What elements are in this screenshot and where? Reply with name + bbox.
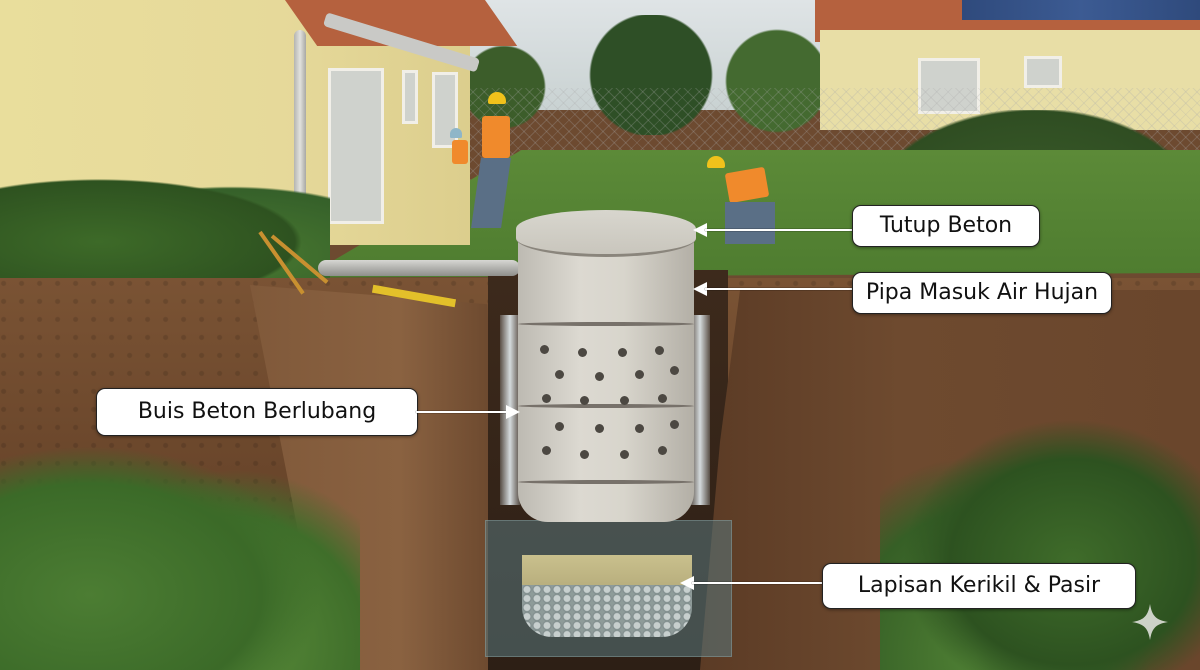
seeping-water-right	[690, 315, 710, 505]
label-lapisan-kerikil-pasir: Lapisan Kerikil & Pasir	[822, 563, 1136, 609]
well-ring-joint	[518, 322, 694, 326]
foreground-ferns-left	[0, 420, 360, 670]
perforation-holes	[530, 340, 690, 480]
well-ring-joint	[518, 404, 694, 408]
concrete-well	[518, 222, 694, 522]
neighbor-house-window	[918, 58, 980, 114]
rainwater-inlet-pipe	[318, 260, 520, 276]
callout-arrow-lid	[705, 229, 853, 231]
sand-layer	[522, 555, 692, 589]
arrow-head-icon	[693, 223, 707, 237]
neighbor-house-window	[1024, 56, 1062, 88]
garden-plants	[0, 170, 330, 290]
callout-arrow-filter	[692, 582, 824, 584]
solar-panels	[962, 0, 1200, 20]
arrow-head-icon	[693, 282, 707, 296]
label-pipa-masuk-air-hujan: Pipa Masuk Air Hujan	[852, 272, 1112, 314]
callout-arrow-inlet	[705, 288, 853, 290]
house-sliding-door	[328, 68, 384, 224]
arrow-head-icon	[506, 405, 520, 419]
callout-arrow-perforated	[416, 411, 508, 413]
label-buis-beton-berlubang: Buis Beton Berlubang	[96, 388, 418, 436]
well-ring-joint	[518, 480, 694, 484]
concrete-lid	[516, 210, 696, 257]
gravel-layer	[522, 585, 692, 637]
label-tutup-beton: Tutup Beton	[852, 205, 1040, 247]
house-window	[402, 70, 418, 124]
sparkle-icon	[1132, 604, 1168, 640]
shovels	[248, 230, 348, 312]
arrow-head-icon	[680, 576, 694, 590]
